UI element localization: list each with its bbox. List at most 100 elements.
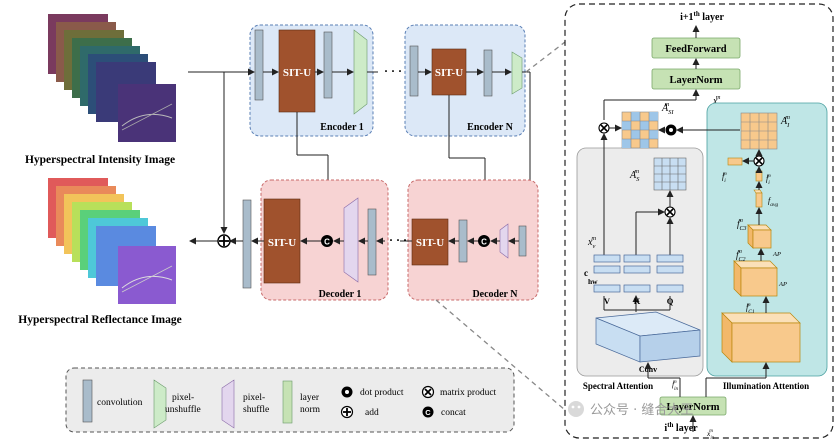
f-i-left-box [727,157,743,166]
f-c1-box [721,312,801,363]
legend-dot-product: dot product [360,388,404,398]
intensity-image-label: Hyperspectral Intensity Image [25,154,175,166]
conv-block [595,311,701,363]
legend-add: add [365,408,379,418]
conv-bar [483,49,493,97]
legend-layer-norm-swatch [282,380,293,424]
conv-bar [323,31,333,99]
a-si-label: ASIm [661,101,674,116]
watermark [568,401,584,417]
legend-pixel-shuffle-swatch [221,379,235,429]
conv-bar [458,219,468,263]
sit-u-label: SIT-U [435,67,463,79]
f-i-right-box [755,170,763,182]
k-label: K [634,296,641,306]
q-label: Q [667,296,674,306]
concat-icon [321,235,333,247]
encoder-1-label: Encoder 1 [320,122,363,133]
legend-layer-norm-1: layer [300,393,320,403]
f-avg-label: favg [768,196,778,208]
dot-product-icon [665,124,677,136]
detail-spectral-arrows [603,190,674,312]
zoom-line [435,299,566,411]
sit-u-block [431,48,467,96]
legend-convolution: convolution [97,398,143,408]
feedforward-label: FeedForward [665,44,726,55]
v-token-stack [593,254,621,293]
a-i-matrix [740,112,778,150]
decoder-n-label: Decoder N [472,289,518,300]
f-i-left-label: fim [722,171,727,184]
matrix-product-icon [753,155,765,167]
svg-text:C: C [324,238,330,247]
bottom-layer-label: ith layer [664,421,698,434]
sit-u-label: SIT-U [283,67,311,79]
c-dim-label: c [584,268,588,278]
decoder-flow-arrows [189,72,519,245]
top-layer-label: i+1th layer [680,10,724,23]
ap-label-2: AP [772,251,781,258]
a-s-label: ASm [629,168,640,183]
legend-pixel-unshuffle-swatch [153,379,167,429]
conv-bar [254,29,264,101]
sit-u-label: SIT-U [416,237,444,249]
f-c2-box [733,260,778,297]
matrix-product-icon [664,206,676,218]
f-in-label: finm [672,380,678,392]
detail-top-arrows [603,25,700,120]
legend-pixel-shuffle-1: pixel- [243,393,265,403]
illumination-attention-label: Illumination Attention [723,381,809,391]
encoder-n-label: Encoder N [467,122,513,133]
zoom-line [525,41,566,73]
reflectance-image-label: Hyperspectral Reflectance Image [18,314,182,326]
detail-mid-arrows [600,124,740,255]
watermark-text: 公众号 · 缝合大王 [590,403,693,418]
pixel-unshuffle-shape [353,29,368,115]
decoder-ellipsis: · · · [389,233,407,247]
detail-illumination-arrows [742,149,770,313]
intensity-image-stack [48,14,176,142]
legend-matrix-product: matrix product [440,388,497,398]
legend-pixel-shuffle-2: shuffle [243,404,269,415]
reflectance-image-stack [48,178,176,304]
pixel-shuffle-shape [499,223,509,259]
a-si-matrix [621,111,659,149]
conv-bar [409,45,419,97]
v-label: V [604,296,611,306]
spectral-attention-label: Spectral Attention [583,381,653,391]
f-c3-box [747,224,772,249]
legend-conv-swatch [82,379,93,423]
conv-bar [242,199,252,289]
add-icon [217,234,231,248]
conv-bar [367,208,377,276]
pixel-shuffle-shape [343,197,359,283]
legend-concat-icon: C [422,406,434,418]
sit-u-block [411,218,449,266]
sit-u-block [263,198,301,284]
svg-text:C: C [425,408,431,417]
legend-dot-product-icon [341,386,353,398]
legend-pixel-unshuffle-1: pixel- [172,393,194,403]
a-i-label: AIm [780,114,790,129]
f-c1-label: fC1m [746,302,755,315]
ap-label-1: AP [778,281,787,288]
x-in-label: xinm [706,429,715,441]
layernorm-bottom-label: LayerNorm [666,402,719,413]
legend-concat: concat [441,408,466,418]
legend-matrix-product-icon [421,385,435,399]
a-s-matrix [653,157,687,191]
f-c2-label: fC2m [736,249,746,263]
x-v-label: xvm [587,235,596,250]
sit-u-label: SIT-U [268,237,296,249]
svg-text:C: C [481,238,487,247]
f-c3-label: fC3m [737,218,747,232]
detail-bottom-arrows [644,362,770,432]
encoder-ellipsis: · · · [384,64,402,78]
legend-add-icon [340,405,354,419]
matrix-product-icon [598,122,610,134]
sit-u-block [278,29,316,113]
k-token-stack [623,254,651,293]
pixel-unshuffle-shape [511,51,523,95]
hw-dim-label: hw [588,277,598,286]
